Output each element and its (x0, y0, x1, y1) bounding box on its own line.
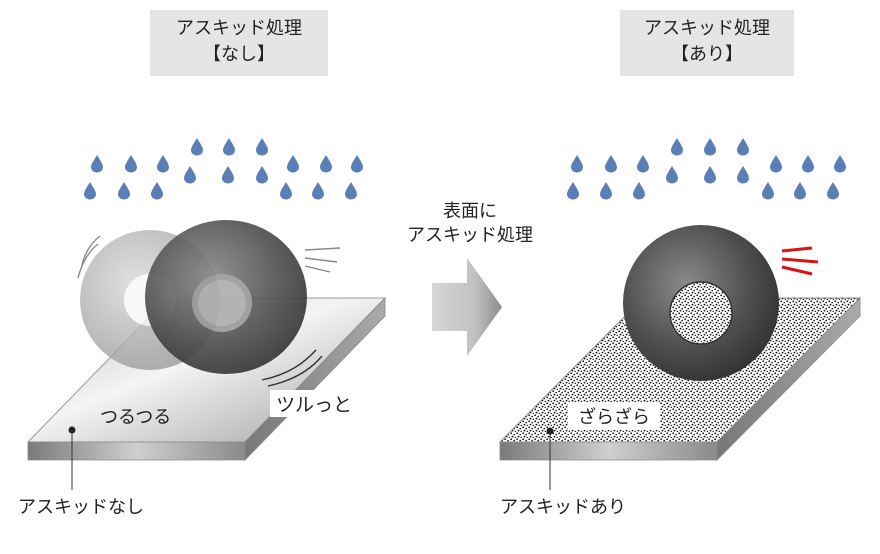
caption-with: アスキッドあり (500, 497, 626, 518)
raindrops-left (84, 138, 363, 200)
leader-lines (68, 426, 554, 490)
title-left-line2: 【なし】 (203, 44, 275, 65)
title-right-line1: アスキッド処理 (644, 18, 770, 39)
title-right-line2: 【あり】 (671, 44, 743, 65)
tire-sliding (145, 220, 307, 374)
surface-label-smooth: つるつる (100, 407, 172, 428)
title-with-treatment: アスキッド処理 【あり】 (620, 10, 794, 76)
title-without-treatment: アスキッド処理 【なし】 (150, 10, 328, 76)
motion-lines (77, 235, 341, 387)
surface-label-rough: ざらざら (568, 402, 660, 430)
arrow-caption-line2: アスキッド処理 (407, 225, 533, 246)
motion-label-slip: ツルっと (270, 390, 359, 417)
arrow-caption-line1: 表面に (443, 201, 497, 222)
title-left-line1: アスキッド処理 (176, 18, 302, 39)
tire-gripping (623, 225, 779, 381)
grip-lines (781, 246, 819, 276)
process-arrow (432, 258, 502, 356)
raindrops-right (567, 138, 846, 200)
caption-without: アスキッドなし (18, 497, 144, 518)
arrow-caption: 表面に アスキッド処理 (385, 200, 555, 248)
